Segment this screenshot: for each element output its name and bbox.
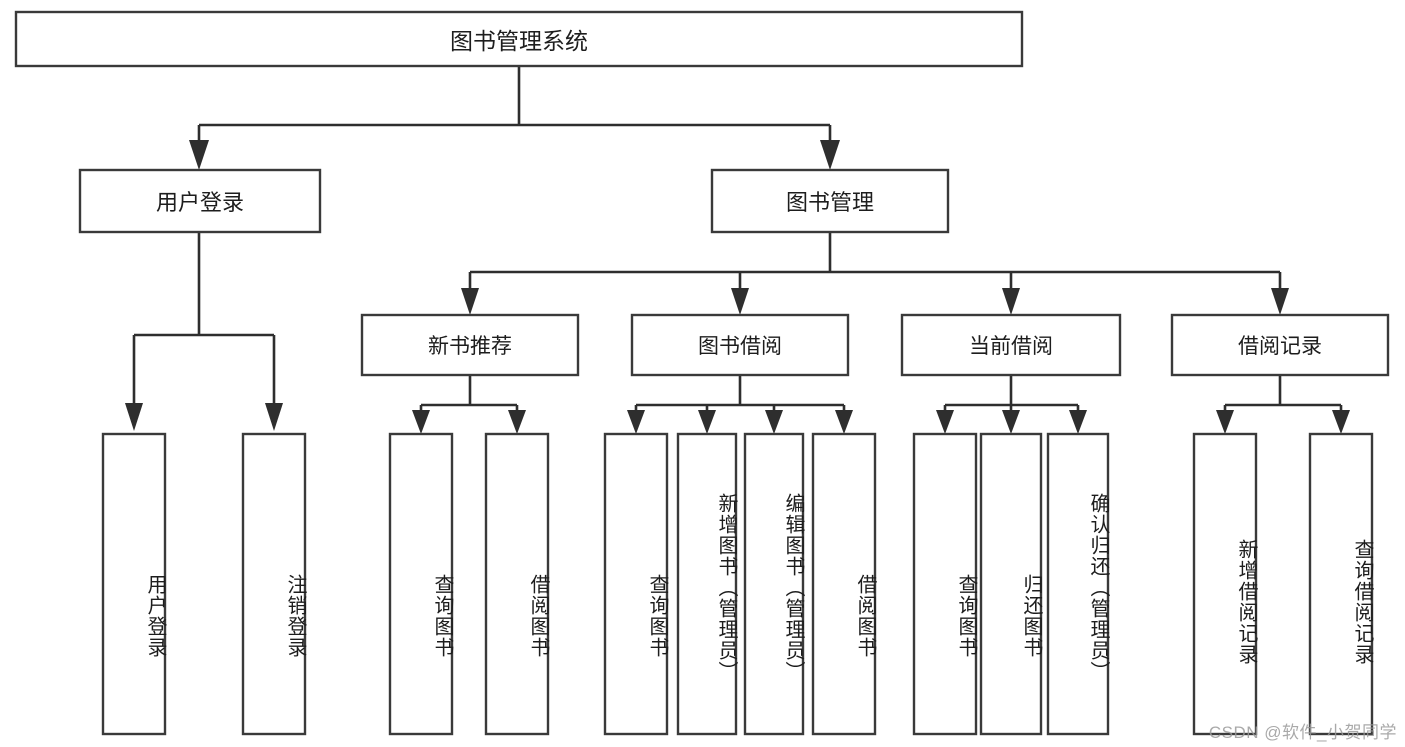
node-box-book-borrow[interactable] [630, 313, 850, 377]
arrow-head-to-borrow [731, 288, 749, 315]
node-box-borrow-record[interactable] [1170, 313, 1390, 377]
arrow-head-login-leaf-1 [125, 403, 143, 431]
node-box-leaf-user-login[interactable] [101, 432, 167, 736]
arrow-head-newbook-leaf-1 [412, 410, 430, 434]
node-box-leaf-nb-query-book[interactable] [388, 432, 454, 736]
arrow-head-to-current [1002, 288, 1020, 315]
arrow-head-borrow-leaf-1 [627, 410, 645, 434]
connector-group [125, 66, 1350, 434]
arrow-head-current-leaf-1 [936, 410, 954, 434]
arrow-head-newbook-leaf-2 [508, 410, 526, 434]
arrow-head-to-record [1271, 288, 1289, 315]
arrow-head-to-newbook [461, 288, 479, 315]
arrow-head-current-leaf-3 [1069, 410, 1087, 434]
arrow-head-record-leaf-2 [1332, 410, 1350, 434]
arrow-head-to-login [189, 140, 209, 170]
node-box-leaf-cb-return-book[interactable] [979, 432, 1043, 736]
node-box-new-book-recommend[interactable] [360, 313, 580, 377]
node-box-current-borrow[interactable] [900, 313, 1122, 377]
arrow-head-borrow-leaf-3 [765, 410, 783, 434]
node-box-leaf-br-add-record[interactable] [1192, 432, 1258, 736]
arrow-head-to-bookmgmt [820, 140, 840, 170]
node-box-book-management[interactable] [710, 168, 950, 234]
arrow-head-record-leaf-1 [1216, 410, 1234, 434]
node-box-leaf-logout[interactable] [241, 432, 307, 736]
node-box-user-login[interactable] [78, 168, 322, 234]
node-box-leaf-br-query-record[interactable] [1308, 432, 1374, 736]
node-box-leaf-nb-borrow-book[interactable] [484, 432, 550, 736]
node-box-leaf-bb-add-book[interactable] [676, 432, 738, 736]
arrow-head-borrow-leaf-2 [698, 410, 716, 434]
node-box-leaf-bb-borrow-book[interactable] [811, 432, 877, 736]
node-box-root[interactable] [14, 10, 1024, 68]
node-box-leaf-cb-query-book[interactable] [912, 432, 978, 736]
arrow-head-login-leaf-2 [265, 403, 283, 431]
node-box-leaf-bb-query-book[interactable] [603, 432, 669, 736]
arrow-head-borrow-leaf-4 [835, 410, 853, 434]
node-box-leaf-bb-edit-book[interactable] [743, 432, 805, 736]
node-box-leaf-cb-confirm-return[interactable] [1046, 432, 1110, 736]
arrow-head-current-leaf-2 [1002, 410, 1020, 434]
node-box-group [14, 10, 1390, 736]
